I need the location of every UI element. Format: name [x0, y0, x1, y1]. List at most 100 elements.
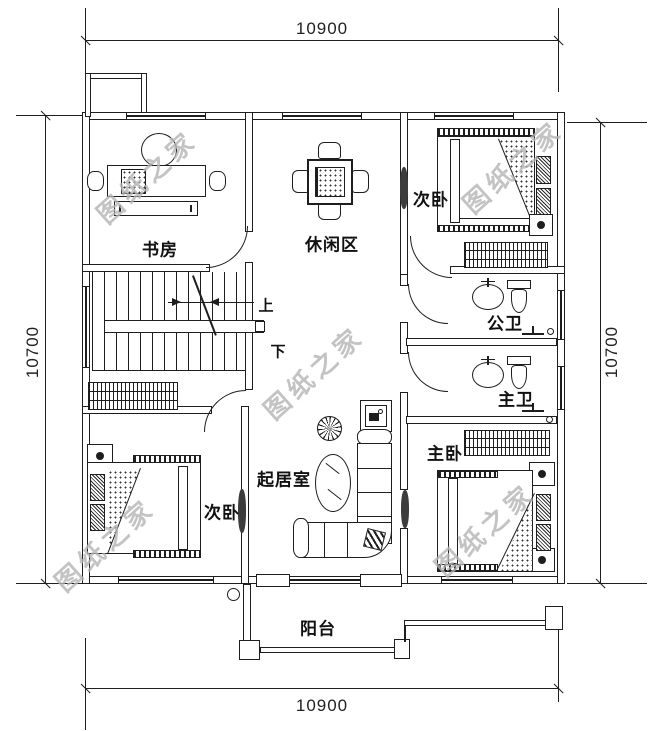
bed-edge-band [133, 550, 201, 558]
window-bedroom-tr-top [434, 112, 514, 120]
balcony-left-wall [243, 584, 251, 642]
pocket-door-bedroom-tr [400, 167, 408, 209]
sofa-seam [357, 492, 392, 493]
floor-drain [547, 328, 554, 335]
door-public-bath [408, 284, 448, 324]
wall-masterbath-bottom [406, 416, 557, 424]
sink [472, 362, 504, 388]
nightstand-lamp [538, 556, 546, 564]
window-bedroom-bl-bottom [118, 576, 214, 584]
room-label-balcony: 阳台 [300, 619, 336, 639]
bed-master-pillow [536, 494, 551, 521]
desk-chair [141, 133, 177, 167]
door-master-bath [408, 352, 448, 392]
room-label-leisure: 休闲区 [305, 235, 359, 255]
dim-top-label: 10900 [295, 19, 349, 38]
dim-ext-bottom-left [85, 638, 86, 730]
bed-tr-footboard [450, 139, 460, 223]
wall-corridor-seg4 [400, 528, 408, 584]
nightstand-lamp [538, 470, 546, 478]
shelf-mark [119, 205, 121, 212]
window-master-bath-right [557, 366, 565, 410]
dim-ext-top-left [85, 8, 86, 112]
sink [472, 284, 504, 310]
window-master-bedroom-bottom [441, 576, 513, 584]
wall-pier [360, 574, 402, 587]
door-study [206, 226, 248, 268]
sink-tap-bar [481, 359, 495, 361]
downpipe [227, 588, 240, 601]
balcony-railing-step [404, 624, 406, 642]
room-label-living: 起居室 [257, 470, 311, 490]
sofa-seam [324, 522, 325, 558]
stairs-up-label: 上 [258, 297, 274, 315]
stool [209, 171, 226, 191]
balcony-post [394, 639, 410, 659]
wall-corridor-seg1 [400, 274, 408, 286]
dim-left-label: 10700 [23, 325, 42, 379]
bed-edge-band [437, 128, 535, 136]
floor-drain-mark [532, 326, 534, 334]
window-leisure-top [282, 112, 362, 120]
ceiling-fan [317, 416, 342, 441]
wall-study-bottom [82, 264, 210, 272]
nightstand-lamp [537, 221, 545, 229]
balcony-post [239, 640, 260, 660]
wall-bump-right [141, 73, 147, 117]
door-bedroom-tr [410, 236, 452, 278]
wall-bath-divider [406, 338, 557, 346]
wall-pier [256, 574, 290, 587]
bed-bl-pillow [90, 504, 105, 531]
toilet-tank [507, 280, 531, 289]
dim-ext-left-top [16, 115, 82, 116]
door-bedroom-bl [204, 390, 246, 432]
dim-ext-right-top [567, 122, 647, 123]
balcony-railing-low [260, 647, 396, 653]
sink-tap [487, 278, 489, 287]
tv-icon [369, 413, 379, 421]
sink-tap-bar [481, 281, 495, 283]
dim-ext-top-right [558, 8, 559, 92]
dim-ext-left-bottom [16, 583, 82, 584]
coffee-table-oval [315, 454, 351, 512]
shelf-mark [190, 205, 192, 212]
room-label-public-bath: 公卫 [487, 314, 523, 334]
wall-corridor-seg3 [400, 392, 408, 490]
floor-drain-mark [532, 403, 534, 411]
wall-bump-left [85, 73, 91, 117]
stairs-arrowhead [210, 298, 219, 306]
nightstand-lamp [96, 452, 104, 460]
bed-bl-pillow [90, 474, 105, 501]
wardrobe-tr [464, 242, 548, 268]
tv-icon-dot [378, 409, 383, 414]
wall-right [557, 112, 565, 584]
hall-cabinet [88, 382, 178, 410]
dining-chair-north [318, 142, 341, 159]
bed-tr-pillow [536, 156, 551, 184]
room-label-bedroom-bl: 次卧 [204, 503, 240, 523]
window-public-bath-right [557, 290, 565, 340]
pocket-door-bedroom-bl [238, 489, 246, 533]
toilet-bowl [511, 289, 527, 313]
floor-drain [546, 416, 553, 423]
stairs-down-label: 下 [270, 343, 286, 361]
bed-master-pillow [536, 524, 551, 551]
toilet-bowl [511, 365, 527, 389]
dim-ext-right-bottom [567, 583, 647, 584]
bed-edge-band [438, 471, 498, 478]
bed-edge-band [133, 455, 201, 463]
stairs-handrail-cap [255, 321, 265, 332]
stool [87, 171, 104, 191]
room-label-master-bedroom: 主卧 [427, 444, 463, 464]
sofa-armrest-left [293, 518, 309, 558]
bed-tr-pillow [536, 188, 551, 216]
low-shelf [114, 201, 198, 216]
wall-study-right [245, 112, 253, 232]
toilet-tank [507, 356, 531, 365]
computer-icon [121, 169, 146, 194]
balcony-post [545, 606, 563, 630]
room-label-master-bath: 主卫 [498, 390, 534, 410]
floor-drain-mark [522, 333, 544, 335]
wardrobe-master [464, 430, 550, 456]
